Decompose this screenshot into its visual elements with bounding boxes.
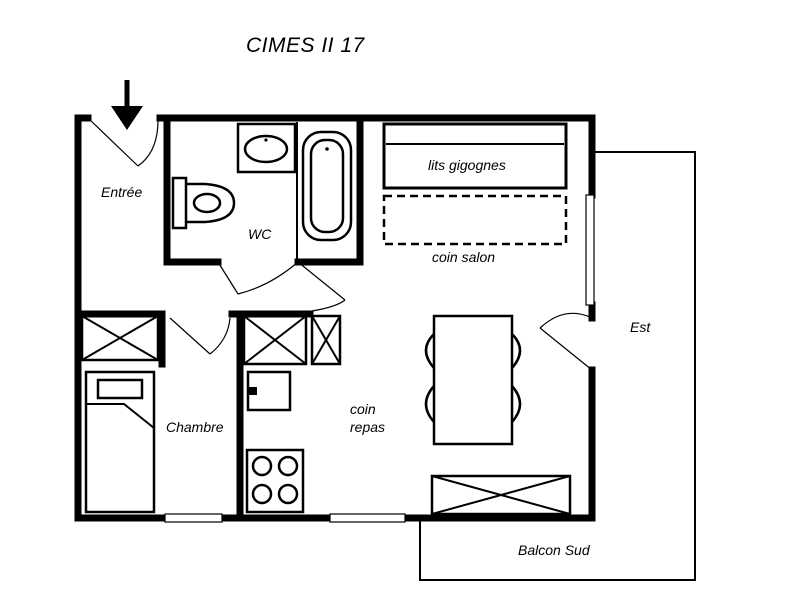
cupboard-balcony [430,474,572,516]
label-coin-salon: coin salon [432,249,495,265]
toilet-icon [171,176,236,230]
single-bed [84,370,156,514]
label-chambre: Chambre [166,419,224,435]
windows [164,194,595,523]
label-wc: WC [248,226,272,242]
bathtub-icon [301,130,353,242]
interior-walls [74,114,364,522]
cooktop-icon [245,448,305,514]
cupboard-small [310,314,342,366]
wardrobe-bedroom [80,314,160,362]
outer-walls [74,114,596,522]
label-repas: repas [350,419,385,435]
door-swings [87,117,593,371]
kitchen-sink-icon [246,370,292,412]
label-lits-gigognes: lits gigognes [428,157,506,173]
sink-icon [236,122,297,174]
dining-table [424,314,522,446]
label-balcon-sud: Balcon Sud [518,542,591,558]
balcony-outline [419,151,696,581]
bunk-beds [382,122,568,246]
label-entree: Entrée [101,184,142,200]
entrance-arrow-icon [111,80,143,130]
plan-title: CIMES II 17 [246,34,365,57]
cupboard-kitchen [242,314,308,366]
label-coin: coin [350,401,376,417]
label-est: Est [630,319,651,335]
